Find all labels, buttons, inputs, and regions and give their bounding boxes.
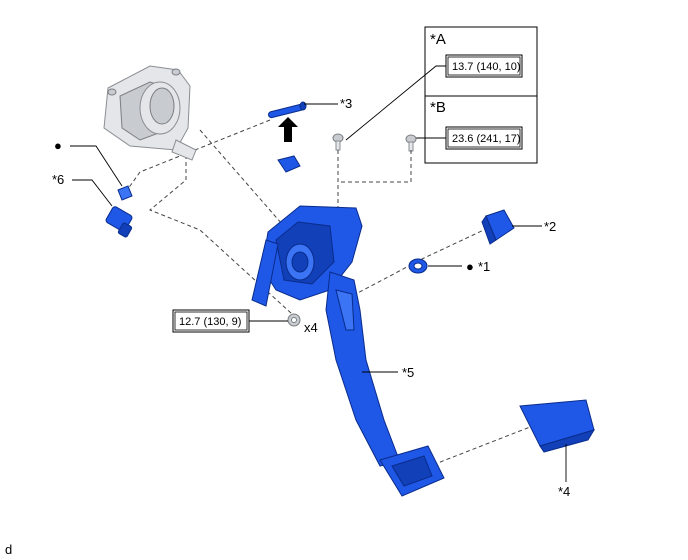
callout-6: *6	[52, 172, 64, 187]
callout-5: *5	[402, 365, 414, 380]
stopper-icon	[481, 209, 515, 245]
torque-legend: *A 13.7 (140, 10) *B 23.6 (241, 17)	[424, 26, 538, 164]
dash-bolt-b	[338, 150, 412, 183]
legend-a-value: 13.7 (140, 10)	[452, 61, 521, 73]
bolt-b-icon	[405, 134, 417, 152]
stop-lamp-switch-icon	[105, 185, 133, 238]
leader-dot-6	[70, 145, 123, 187]
brake-pedal-assembly-icon	[251, 205, 445, 497]
legend-b-value: 23.6 (241, 17)	[452, 133, 521, 145]
callout-2: *2	[544, 219, 556, 234]
dot-6: ●	[54, 138, 62, 153]
legend-a-label: *A	[430, 31, 446, 48]
corner-mark: d	[5, 542, 12, 557]
push-rod-pin-icon	[267, 101, 307, 119]
callout-3: *3	[340, 96, 352, 111]
callout-1: *1	[478, 259, 490, 274]
dash-pad	[429, 419, 549, 467]
pedal-pad-icon	[519, 399, 596, 453]
torque-box-left-inner	[174, 311, 248, 331]
quantity-x4: x4	[304, 320, 318, 335]
up-arrow-icon	[278, 117, 298, 142]
nut-icon	[287, 313, 301, 327]
legend-b-label: *B	[430, 99, 446, 116]
dash-bush	[351, 227, 489, 297]
callout-4: *4	[558, 484, 570, 499]
bolt-a-icon	[332, 133, 344, 151]
leader-a	[345, 65, 446, 141]
clip-icon	[277, 155, 301, 173]
legend-b-inner-box	[447, 128, 521, 148]
master-cylinder-icon	[103, 65, 197, 161]
leader-6	[72, 179, 113, 207]
dot-1: ●	[466, 259, 474, 274]
dash-mount-1	[149, 148, 293, 315]
legend-a-inner-box	[447, 56, 521, 76]
bushing-icon	[408, 258, 428, 274]
torque-left-value: 12.7 (130, 9)	[179, 316, 241, 328]
